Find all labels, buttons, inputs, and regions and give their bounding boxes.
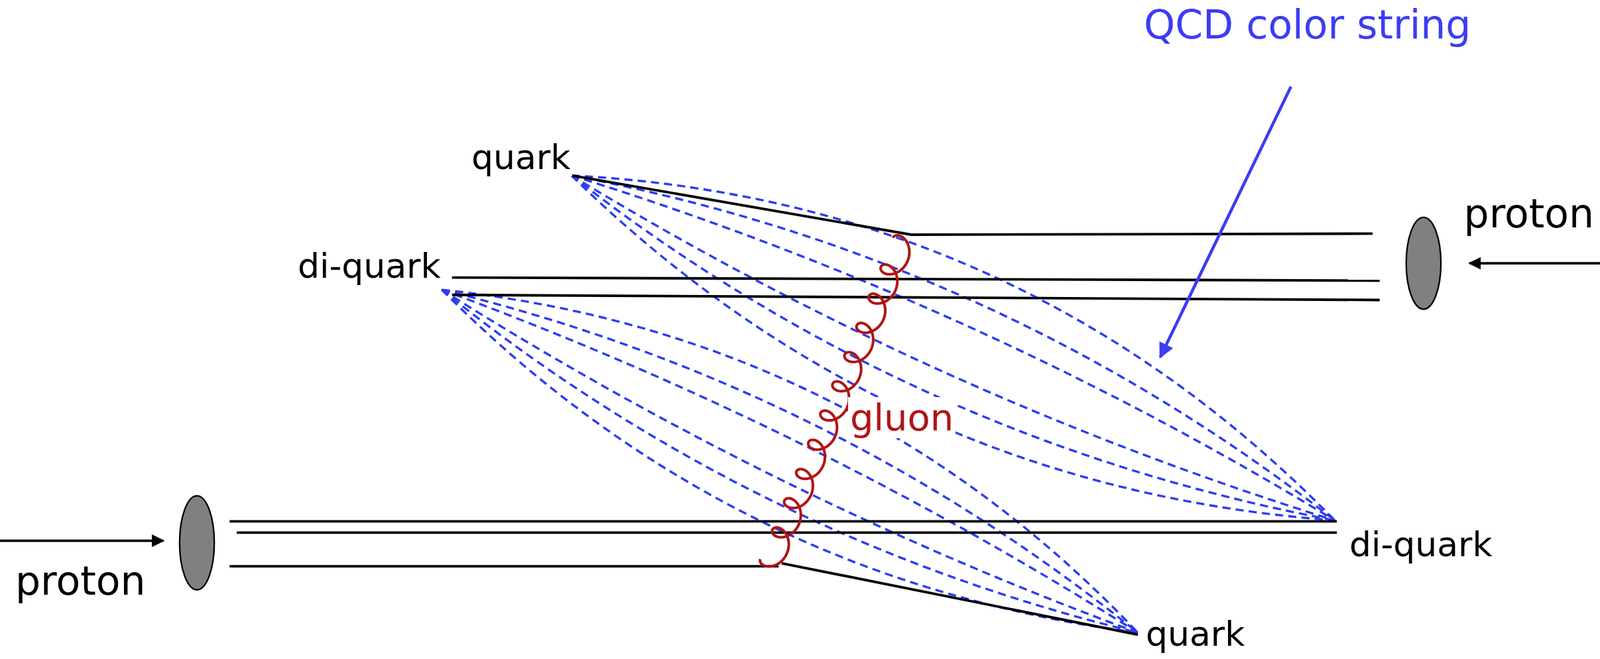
proton-ellipse	[179, 495, 215, 591]
motion-arrow	[0, 539, 164, 543]
string-line	[441, 289, 1138, 633]
callout-label: QCD color string	[1141, 2, 1473, 47]
particle-label: di-quark	[1347, 525, 1495, 564]
gluon-label: gluon	[848, 397, 956, 439]
string-line	[571, 175, 1335, 521]
string-line	[441, 289, 1138, 633]
string-line	[571, 175, 1335, 521]
quark-line	[571, 175, 1373, 235]
motion-arrow	[1469, 261, 1600, 265]
particle-label: quark	[469, 138, 573, 177]
proton-ellipse	[1406, 217, 1441, 310]
string-line	[441, 289, 1138, 633]
beam-label: proton	[13, 558, 148, 603]
color-string	[441, 175, 1335, 633]
string-line	[571, 175, 1335, 521]
callout-arrow	[1160, 86, 1292, 358]
string-line	[571, 175, 1335, 521]
diquark-line	[452, 295, 1380, 301]
quark-line	[229, 564, 779, 568]
beam-label: proton	[1462, 191, 1597, 236]
diquark-line	[229, 520, 1337, 524]
string-line	[441, 289, 1138, 633]
string-line	[441, 289, 1138, 633]
string-line	[571, 175, 1335, 521]
quark-line	[781, 563, 1138, 636]
particle-label: quark	[1143, 615, 1247, 654]
parton-lines	[229, 175, 1380, 636]
diquark-line	[452, 277, 1380, 282]
particle-label: di-quark	[295, 247, 443, 286]
string-line	[441, 289, 1138, 633]
string-line	[571, 175, 1335, 521]
